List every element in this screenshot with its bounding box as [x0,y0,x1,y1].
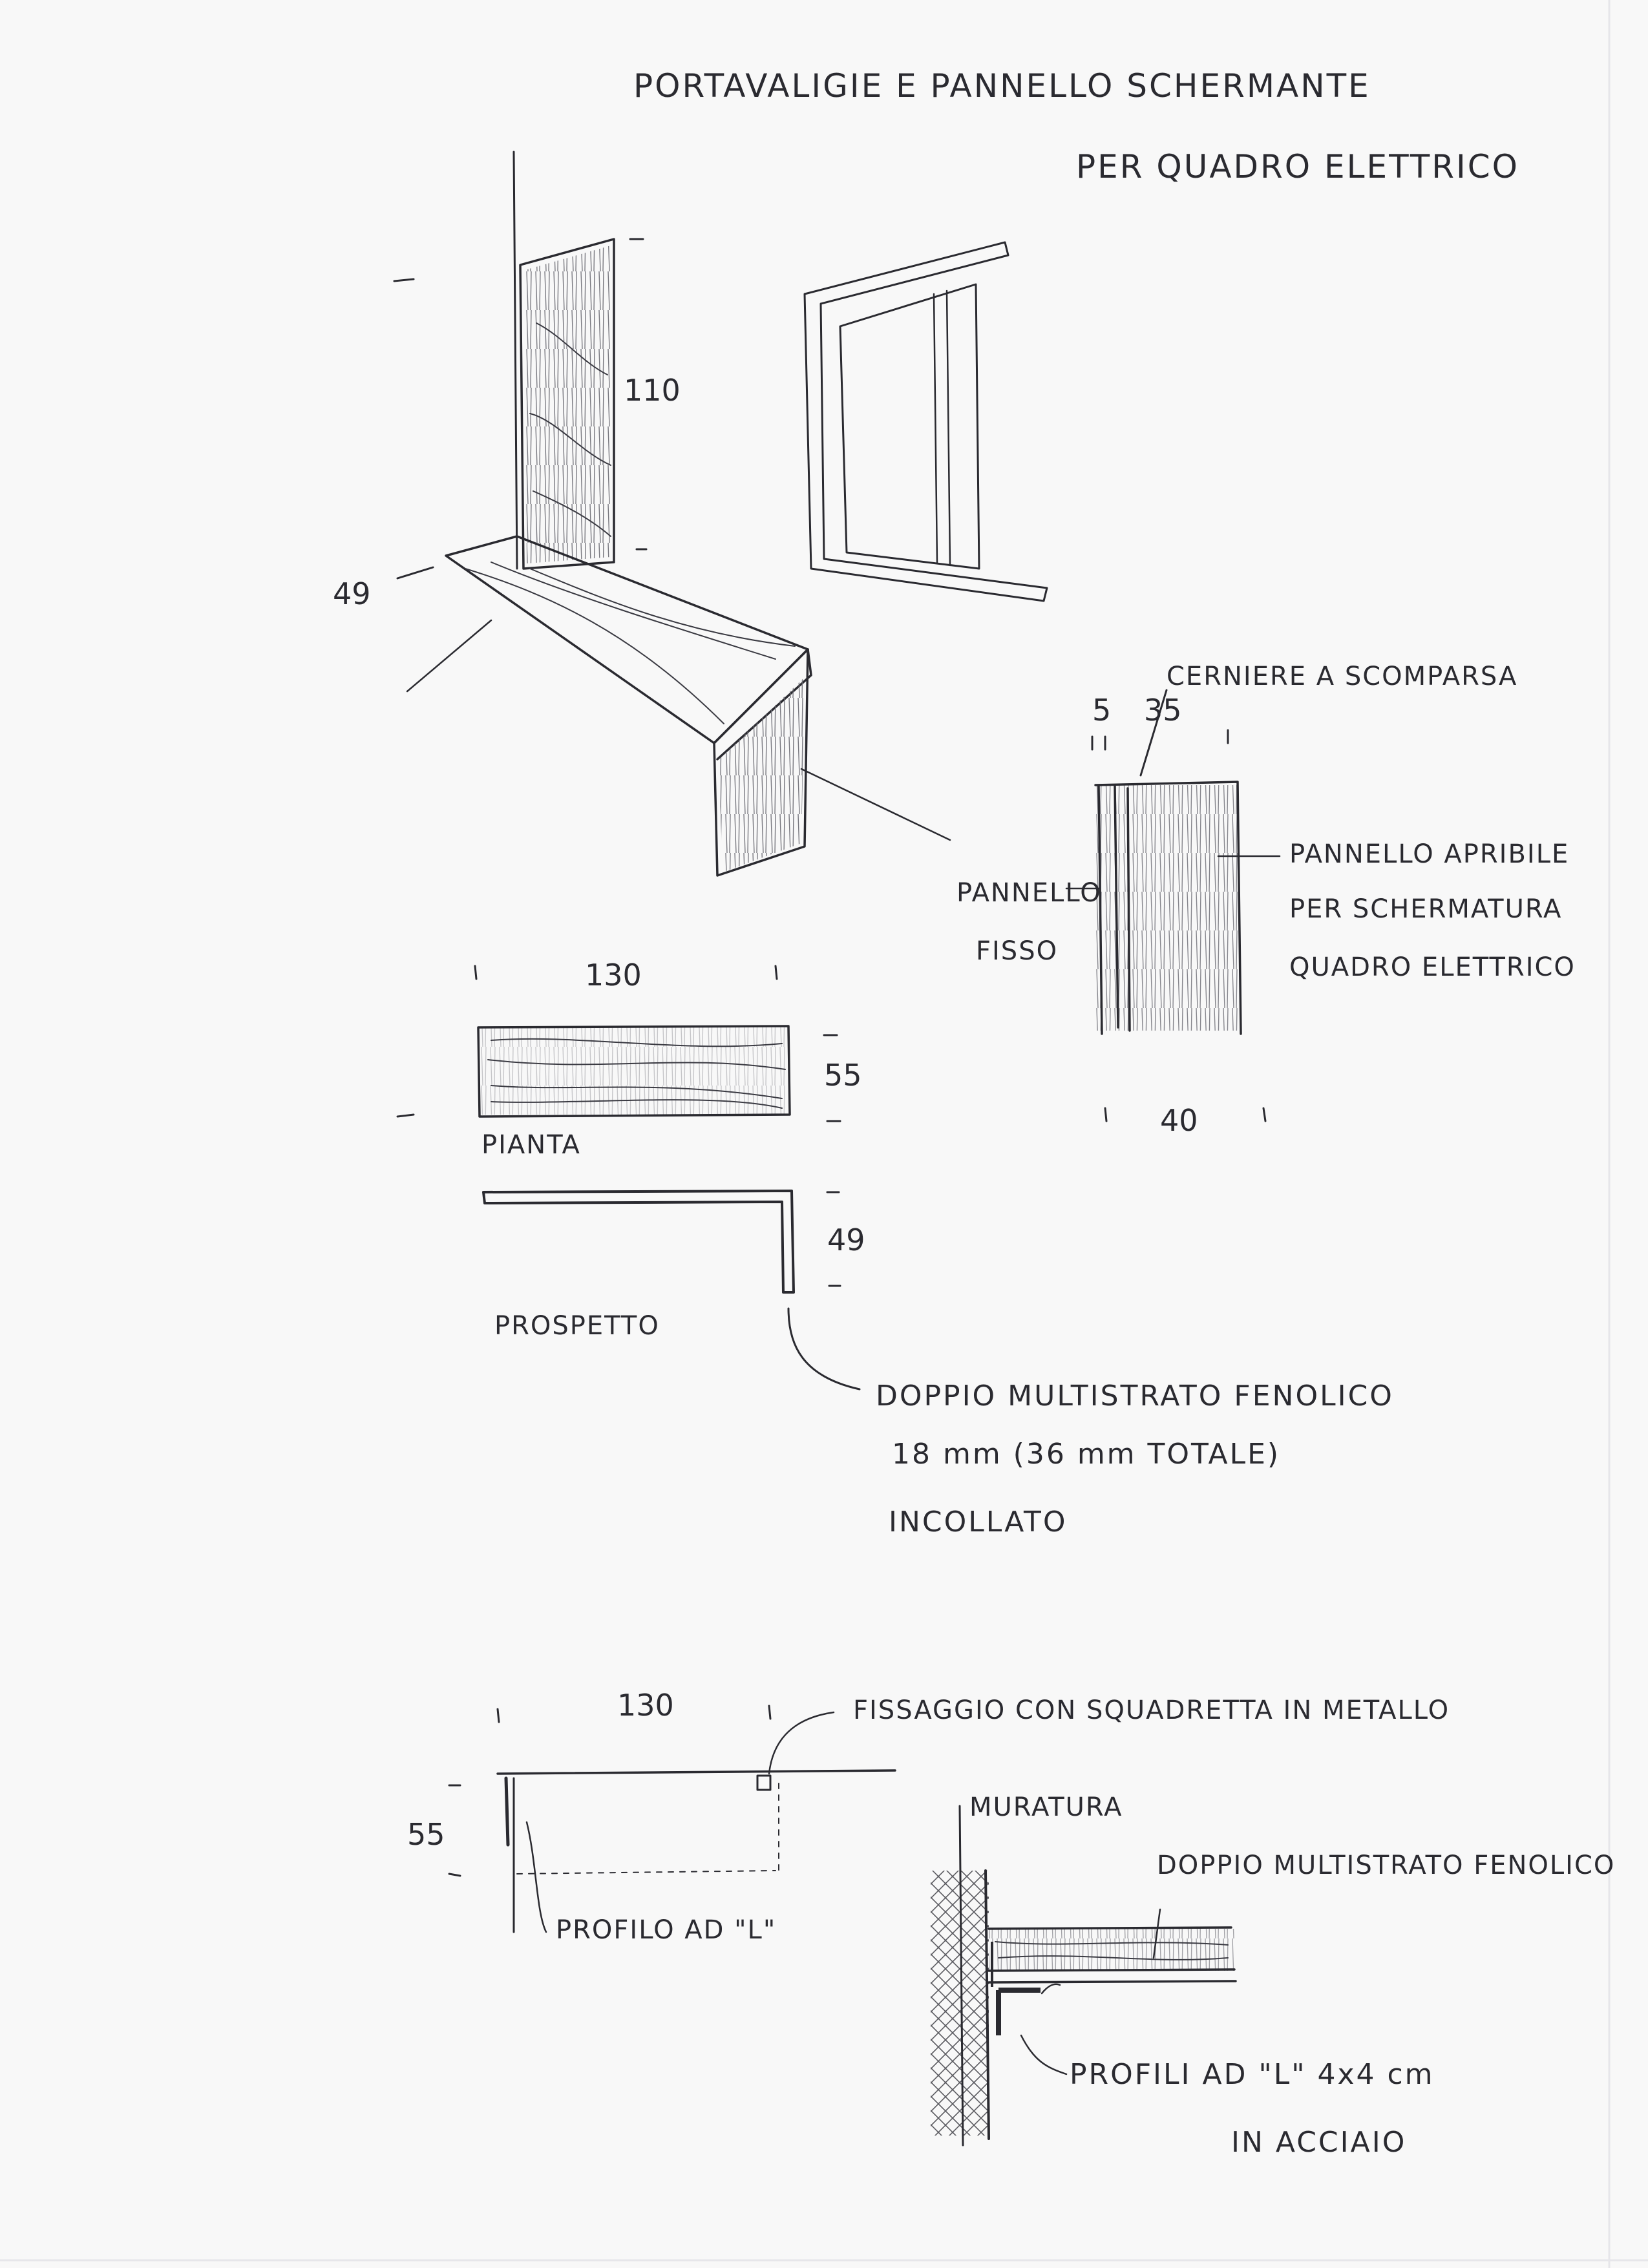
dim-fixing-width: 55 [407,1817,445,1852]
dim-hinge-width: 40 [1160,1103,1198,1138]
label-plan: PIANTA [481,1130,581,1160]
label-l-profile: PROFILO AD "L" [556,1915,776,1945]
label-steel-profiles-2: IN ACCIAIO [1231,2126,1406,2159]
title-line-2: PER QUADRO ELETTRICO [1076,148,1519,185]
dim-plan-width: 55 [824,1058,862,1093]
perspective-sketch [393,151,1048,877]
label-wall: MURATURA [969,1792,1123,1822]
fixing-plan-drawing [448,1705,896,1933]
label-open-panel-3: QUADRO ELETTRICO [1289,952,1576,982]
plan-drawing [396,965,841,1122]
elevation-drawing [482,1190,861,1391]
dim-hinge-a: 5 [1092,693,1111,728]
note-material-1: DOPPIO MULTISTRATO FENOLICO [876,1380,1394,1412]
label-hinges: CERNIERE A SCOMPARSA [1167,662,1517,691]
dim-elevation-height: 49 [827,1223,865,1257]
label-board: DOPPIO MULTISTRATO FENOLICO [1157,1851,1615,1880]
label-open-panel-2: PER SCHERMATURA [1289,894,1562,924]
label-fixing-bracket: FISSAGGIO CON SQUADRETTA IN METALLO [853,1696,1450,1725]
hinge-detail-drawing [1065,689,1281,1122]
title-line-1: PORTAVALIGIE E PANNELLO SCHERMANTE [633,67,1371,105]
note-material-2: 18 mm (36 mm TOTALE) [892,1438,1280,1471]
dim-plan-length: 130 [585,958,642,992]
label-fixed-panel-2: FISSO [976,936,1058,966]
dim-panel-height: 110 [624,373,681,408]
note-material-3: INCOLLATO [889,1506,1067,1538]
label-fixed-panel-1: PANNELLO [956,878,1102,908]
section-drawing [931,1805,1237,2147]
dim-hinge-b: 35 [1144,693,1182,728]
dim-fixing-length: 130 [617,1688,674,1723]
label-steel-profiles-1: PROFILI AD "L" 4x4 cm [1070,2058,1435,2091]
label-elevation: PROSPETTO [494,1311,660,1341]
label-open-panel-1: PANNELLO APRIBILE [1289,839,1569,869]
dim-bench-depth: 49 [333,576,371,611]
